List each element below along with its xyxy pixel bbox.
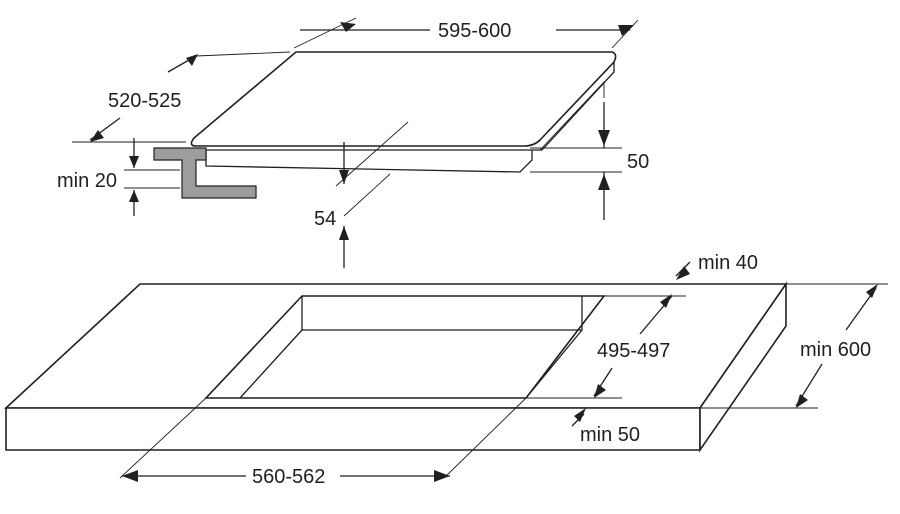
- worktop-drawing: [3, 281, 788, 453]
- edge-back-label: min 40: [698, 252, 758, 274]
- dimension-worktop-depth: min 600: [700, 283, 888, 409]
- dimension-cutout-height: 54: [314, 121, 409, 268]
- hob-drawing: [153, 51, 617, 199]
- hob-depth-label: 520-525: [108, 90, 181, 112]
- worktop-depth-label: min 600: [800, 339, 871, 361]
- edge-front-label: min 50: [580, 424, 640, 446]
- cutout-depth-label: 495-497: [597, 340, 670, 362]
- dimension-edge-front: min 50: [571, 408, 640, 446]
- worktop-side: [699, 281, 787, 453]
- dimension-clamp: min 20: [57, 138, 180, 216]
- dimension-edge-back: min 40: [604, 252, 758, 297]
- clamp-label: min 20: [57, 170, 117, 192]
- mounting-clamp: [153, 147, 257, 199]
- hob-height-label: 50: [627, 151, 649, 173]
- worktop-cutout-inner: [239, 296, 583, 399]
- hob-glass-top: [190, 51, 617, 147]
- cutout-height-label: 54: [314, 208, 336, 230]
- hob-glass-edge: [196, 62, 615, 151]
- hob-body: [205, 150, 533, 173]
- cutout-width-label: 560-562: [252, 466, 325, 488]
- dimension-hob-height: 50: [530, 102, 649, 220]
- hob-width-label: 595-600: [438, 20, 511, 42]
- dimension-hob-width: 595-600: [293, 17, 639, 49]
- dimension-cutout-width: 560-562: [119, 397, 527, 488]
- dimension-cutout-depth: 495-497: [526, 294, 673, 399]
- dimension-hob-depth: 520-525: [72, 51, 291, 143]
